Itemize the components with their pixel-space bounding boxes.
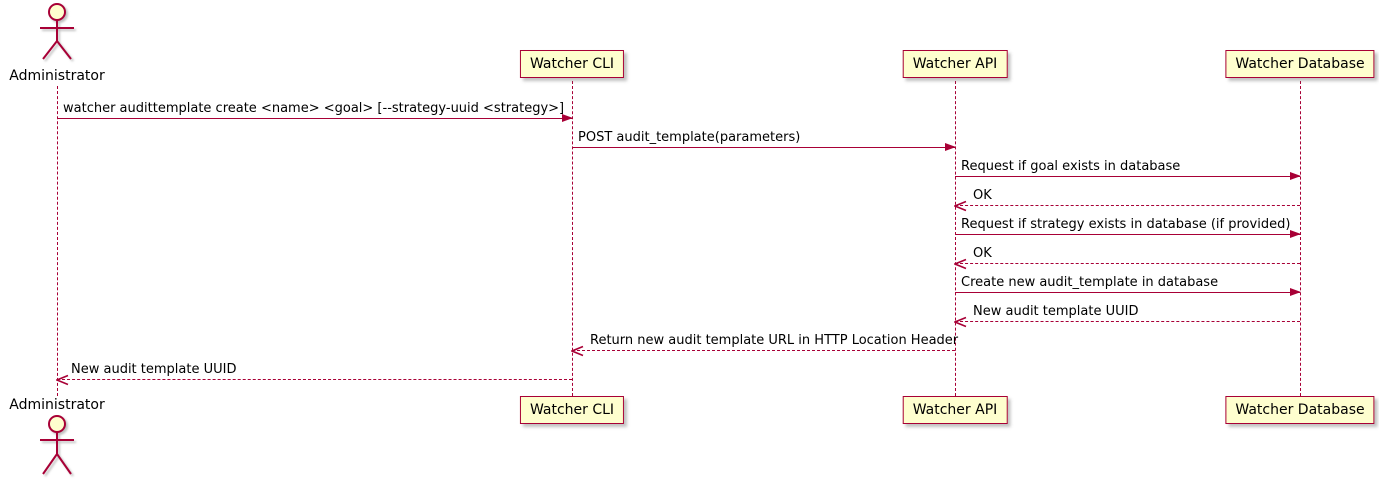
lifeline-watcher-api xyxy=(955,81,956,396)
message-create-audit-template-db: Create new audit_template in database xyxy=(955,275,1301,296)
participant-watcher-api-top: Watcher API xyxy=(902,50,1008,78)
arrowhead-left-icon xyxy=(954,316,967,328)
lifeline-administrator xyxy=(57,86,58,396)
message-label: Request if strategy exists in database (… xyxy=(961,217,1291,232)
message-arrow xyxy=(56,374,572,386)
message-label: New audit template UUID xyxy=(973,304,1139,319)
message-label: OK xyxy=(973,246,992,261)
arrowhead-left-icon xyxy=(954,258,967,270)
message-new-uuid-to-admin: New audit template UUID xyxy=(56,362,572,386)
message-ok-goal: OK xyxy=(954,188,1300,212)
message-ok-strategy: OK xyxy=(954,246,1300,270)
participant-watcher-database-bottom: Watcher Database xyxy=(1225,396,1375,424)
message-arrow xyxy=(571,345,955,357)
lifeline-watcher-database xyxy=(1300,81,1301,396)
message-label: Return new audit template URL in HTTP Lo… xyxy=(590,333,959,348)
actor-administrator-top-icon xyxy=(40,3,74,60)
arrowhead-right-icon xyxy=(945,143,956,151)
participant-watcher-api-bottom: Watcher API xyxy=(902,396,1008,424)
arrowhead-left-icon xyxy=(954,200,967,212)
message-arrow xyxy=(955,288,1301,296)
message-arrow xyxy=(955,230,1301,238)
message-arrow xyxy=(572,143,956,151)
message-create-audittemplate: watcher audittemplate create <name> <goa… xyxy=(57,101,573,122)
actor-label-administrator-top: Administrator xyxy=(9,68,105,84)
arrowhead-left-icon xyxy=(56,374,69,386)
message-label: OK xyxy=(973,188,992,203)
lifeline-watcher-cli xyxy=(572,81,573,396)
message-arrow xyxy=(954,316,1300,328)
arrowhead-left-icon xyxy=(571,345,584,357)
message-return-url-location-header: Return new audit template URL in HTTP Lo… xyxy=(571,333,959,357)
participant-watcher-cli-top: Watcher CLI xyxy=(519,50,625,78)
message-label: watcher audittemplate create <name> <goa… xyxy=(63,101,565,116)
actor-label-administrator-bottom: Administrator xyxy=(9,397,105,413)
message-new-uuid-from-db: New audit template UUID xyxy=(954,304,1300,328)
message-post-audit-template: POST audit_template(parameters) xyxy=(572,130,956,151)
message-label: Request if goal exists in database xyxy=(961,159,1181,174)
message-request-strategy-exists: Request if strategy exists in database (… xyxy=(955,217,1301,238)
message-arrow xyxy=(57,114,573,122)
message-arrow xyxy=(954,200,1300,212)
arrowhead-right-icon xyxy=(1290,172,1301,180)
message-arrow xyxy=(955,172,1301,180)
message-label: POST audit_template(parameters) xyxy=(578,130,801,145)
participant-watcher-cli-bottom: Watcher CLI xyxy=(519,396,625,424)
message-request-goal-exists: Request if goal exists in database xyxy=(955,159,1301,180)
message-arrow xyxy=(954,258,1300,270)
arrowhead-right-icon xyxy=(1290,230,1301,238)
participant-watcher-database-top: Watcher Database xyxy=(1225,50,1375,78)
arrowhead-right-icon xyxy=(1290,288,1301,296)
message-label: New audit template UUID xyxy=(71,362,237,377)
arrowhead-right-icon xyxy=(562,114,573,122)
message-label: Create new audit_template in database xyxy=(961,275,1219,290)
actor-administrator-bottom-icon xyxy=(40,415,74,475)
